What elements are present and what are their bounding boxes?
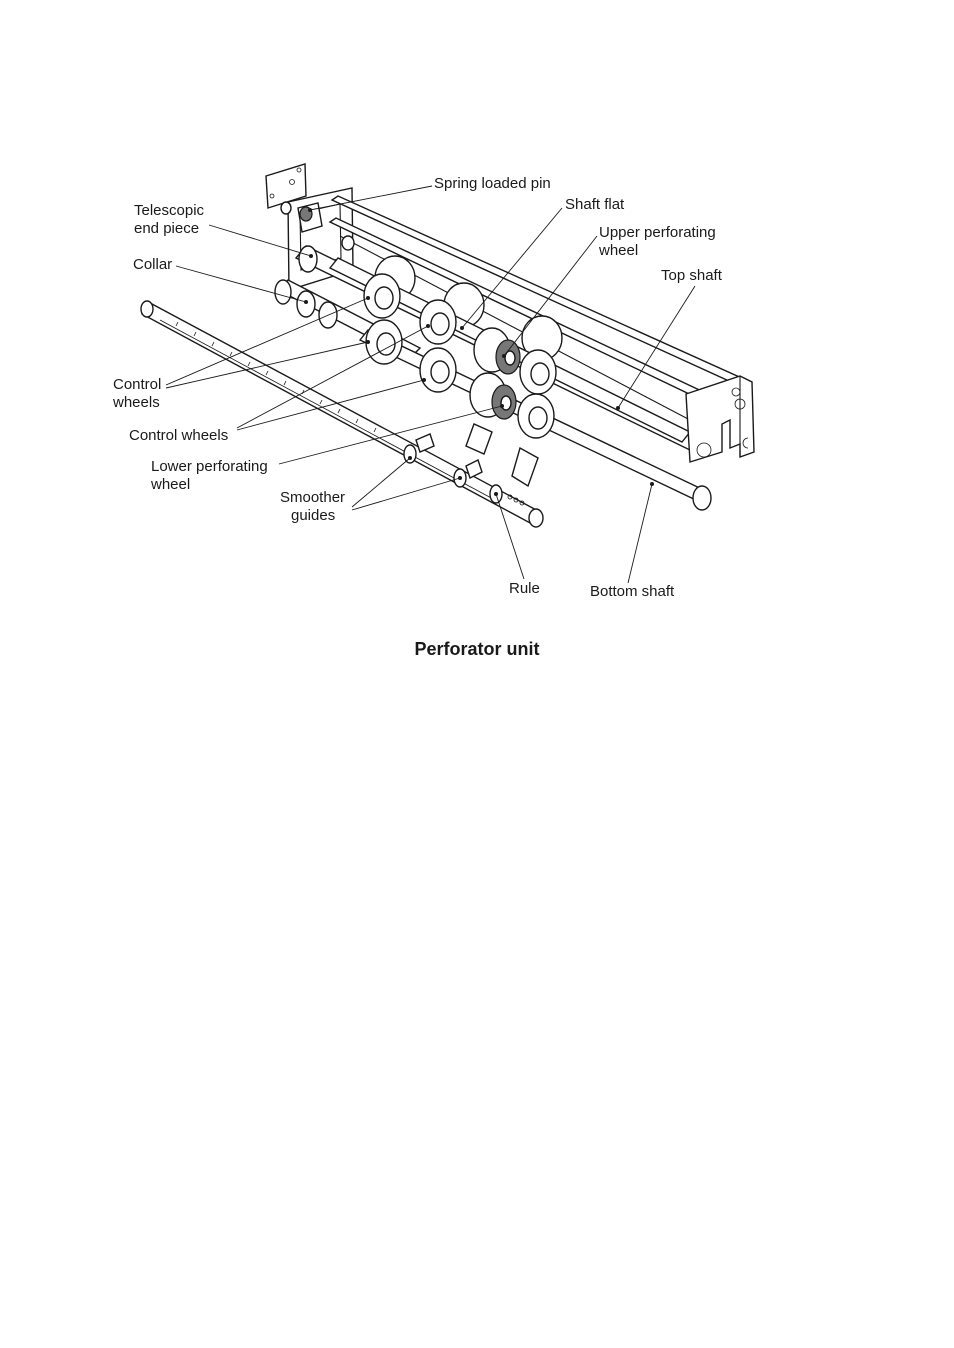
- label-lower-perforating-line2: wheel: [151, 476, 191, 493]
- rule-bar: [140, 300, 544, 528]
- spring-pin-assembly: [280, 201, 355, 251]
- right-bracket: [685, 375, 755, 463]
- label-rule: Rule: [509, 580, 540, 597]
- label-collar: Collar: [133, 256, 173, 273]
- upper-control-wheels: [363, 273, 457, 345]
- bottom-shaft-end: [692, 485, 712, 511]
- label-lower-perforating-line1: Lower perforating: [151, 458, 268, 475]
- perforator-diagram: Spring loaded pin Shaft flat Telescopic …: [113, 163, 755, 659]
- figure-caption: Perforator unit: [414, 639, 540, 659]
- label-upper-perforating-line1: Upper perforating: [599, 224, 716, 241]
- label-control-wheels-b: Control wheels: [129, 427, 229, 444]
- perforator-drawing: [140, 163, 755, 584]
- label-smoother-line2: guides: [291, 507, 336, 524]
- label-control-wheels-a-line1: Control: [113, 376, 162, 393]
- label-telescopic-line2: end piece: [134, 220, 200, 237]
- label-bottom-shaft: Bottom shaft: [590, 583, 675, 600]
- lower-perforating-wheel: [469, 372, 555, 439]
- label-telescopic-line1: Telescopic: [134, 202, 205, 219]
- leader-dots: [304, 208, 654, 496]
- leader-lines: [165, 185, 696, 584]
- smoother-guides: [403, 423, 539, 506]
- label-spring-loaded-pin: Spring loaded pin: [434, 175, 551, 192]
- label-shaft-flat: Shaft flat: [565, 196, 625, 213]
- mounting-plate: [265, 163, 307, 209]
- label-top-shaft: Top shaft: [661, 267, 722, 284]
- upper-perforating-wheel: [473, 327, 557, 395]
- label-smoother-line1: Smoother: [280, 489, 346, 506]
- label-control-wheels-a-line2: wheels: [113, 394, 160, 411]
- label-upper-perforating-line2: wheel: [599, 242, 639, 259]
